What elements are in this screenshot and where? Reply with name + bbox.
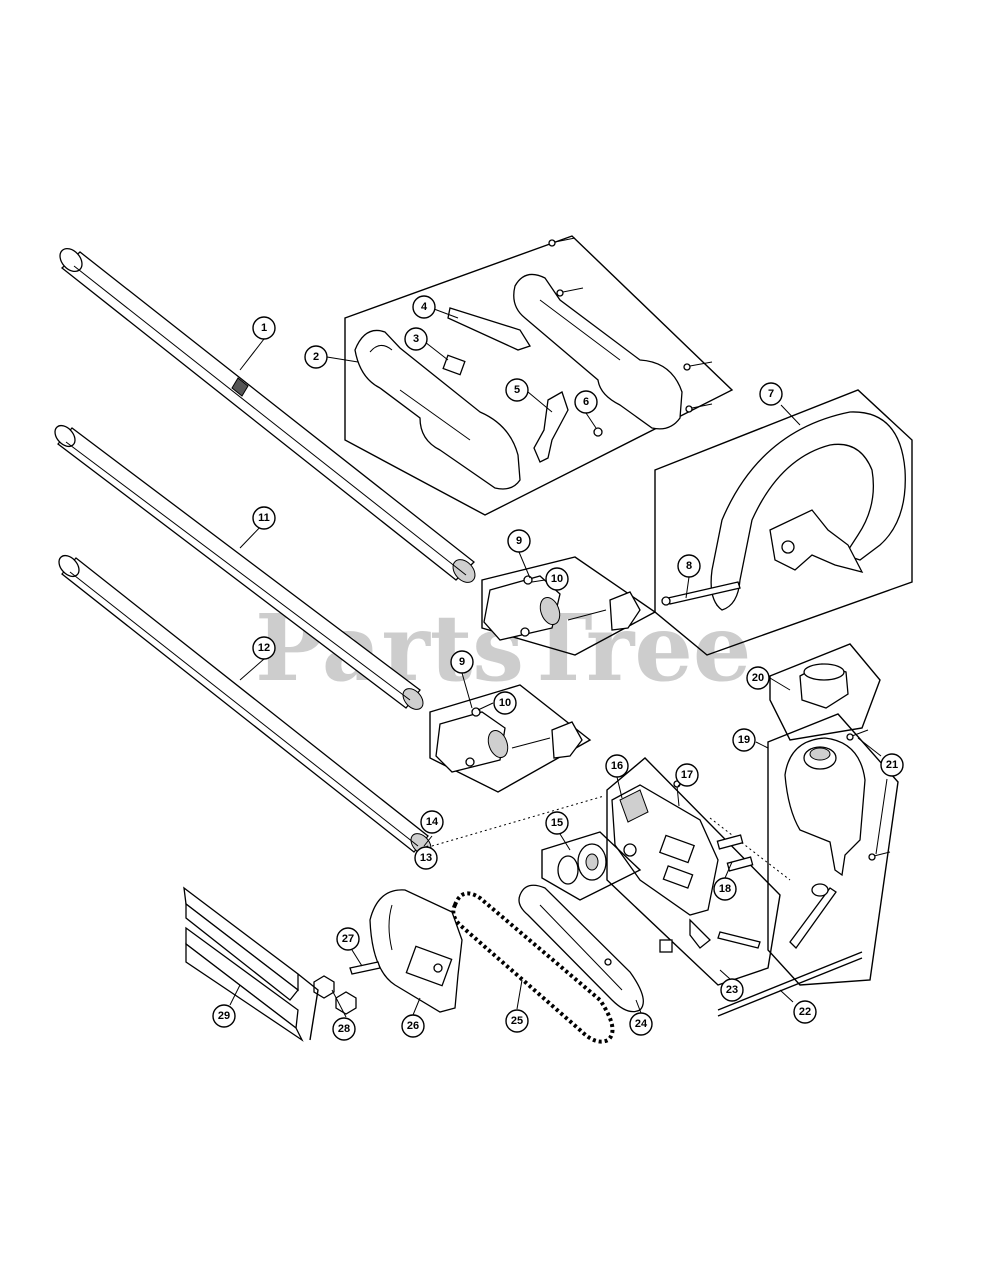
callout-5: 5	[505, 378, 529, 402]
callout-7: 7	[759, 382, 783, 406]
callout-19: 19	[732, 728, 756, 752]
coupler-group-upper	[481, 556, 657, 656]
callout-label: 25	[511, 1015, 523, 1027]
callout-label: 10	[551, 573, 563, 585]
callout-10-upper: 10	[545, 567, 569, 591]
callout-label: 3	[413, 333, 419, 345]
callout-label: 1	[261, 322, 267, 334]
callout-label: 2	[313, 351, 319, 363]
callout-27: 27	[336, 927, 360, 951]
callout-label: 26	[407, 1020, 419, 1032]
callout-label: 15	[551, 817, 563, 829]
callout-28: 28	[332, 1017, 356, 1041]
callout-1: 1	[252, 316, 276, 340]
callout-label: 17	[681, 769, 693, 781]
callout-11: 11	[252, 506, 276, 530]
part-11-shaft-tube	[54, 424, 424, 710]
part-1-drive-shaft-tube	[59, 247, 476, 583]
parts-27-28-hardware	[313, 961, 381, 1015]
part-29-scabbard	[183, 886, 319, 1042]
callout-label: 8	[686, 560, 692, 572]
callout-2: 2	[304, 345, 328, 369]
callout-label: 14	[426, 816, 439, 828]
callout-label: 9	[459, 656, 465, 668]
callout-label: 12	[258, 642, 270, 654]
callout-label: 29	[218, 1010, 230, 1022]
callout-4: 4	[412, 295, 436, 319]
callout-label: 23	[726, 984, 738, 996]
callout-label: 16	[611, 760, 623, 772]
part-15-sprocket	[541, 831, 642, 901]
callout-3: 3	[404, 327, 428, 351]
coupler-group-lower	[429, 684, 592, 793]
front-handle-group	[654, 389, 913, 656]
callout-16: 16	[605, 754, 629, 778]
callout-18: 18	[713, 877, 737, 901]
callout-label: 9	[516, 535, 522, 547]
callout-label: 20	[752, 672, 764, 684]
callout-15: 15	[545, 811, 569, 835]
callout-26: 26	[401, 1014, 425, 1038]
callout-label: 10	[499, 697, 511, 709]
callout-17: 17	[675, 763, 699, 787]
part-26-bar-cover	[369, 889, 463, 1013]
callout-23: 23	[720, 978, 744, 1002]
callout-8: 8	[677, 554, 701, 578]
part-12-extension-tube	[58, 554, 432, 855]
callout-6: 6	[574, 390, 598, 414]
callout-label: 13	[420, 852, 432, 864]
callout-label: 4	[421, 301, 428, 313]
callout-29: 29	[212, 1004, 236, 1028]
callout-label: 5	[514, 384, 520, 396]
callout-24: 24	[629, 1012, 653, 1036]
callout-label: 11	[258, 512, 270, 524]
gear-head-group	[606, 757, 781, 986]
callout-10-lower: 10	[493, 691, 517, 715]
callout-21: 21	[880, 753, 904, 777]
callout-label: 19	[738, 734, 750, 746]
oil-tank-group	[717, 713, 899, 1017]
callout-label: 18	[719, 883, 731, 895]
callout-14: 14	[420, 810, 444, 834]
callout-label: 24	[635, 1018, 648, 1030]
callout-22: 22	[793, 1000, 817, 1024]
callout-label: 27	[342, 933, 354, 945]
callouts: 1 2 3 4 5 6 7 8 9 10 11 12 9 10 13 14 15…	[212, 295, 904, 1041]
handle-assembly-group	[344, 235, 734, 516]
callout-20: 20	[746, 666, 770, 690]
callout-label: 22	[799, 1006, 811, 1018]
callout-label: 28	[338, 1023, 350, 1035]
part-20-oil-cap	[769, 643, 881, 741]
callout-13: 13	[414, 846, 438, 870]
callout-12: 12	[252, 636, 276, 660]
callout-label: 21	[886, 759, 898, 771]
callout-25: 25	[505, 1009, 529, 1033]
assembly-line-oil	[709, 817, 791, 881]
callout-9-lower: 9	[450, 650, 474, 674]
callout-label: 6	[583, 396, 589, 408]
callout-9-upper: 9	[507, 529, 531, 553]
callout-label: 7	[768, 388, 774, 400]
